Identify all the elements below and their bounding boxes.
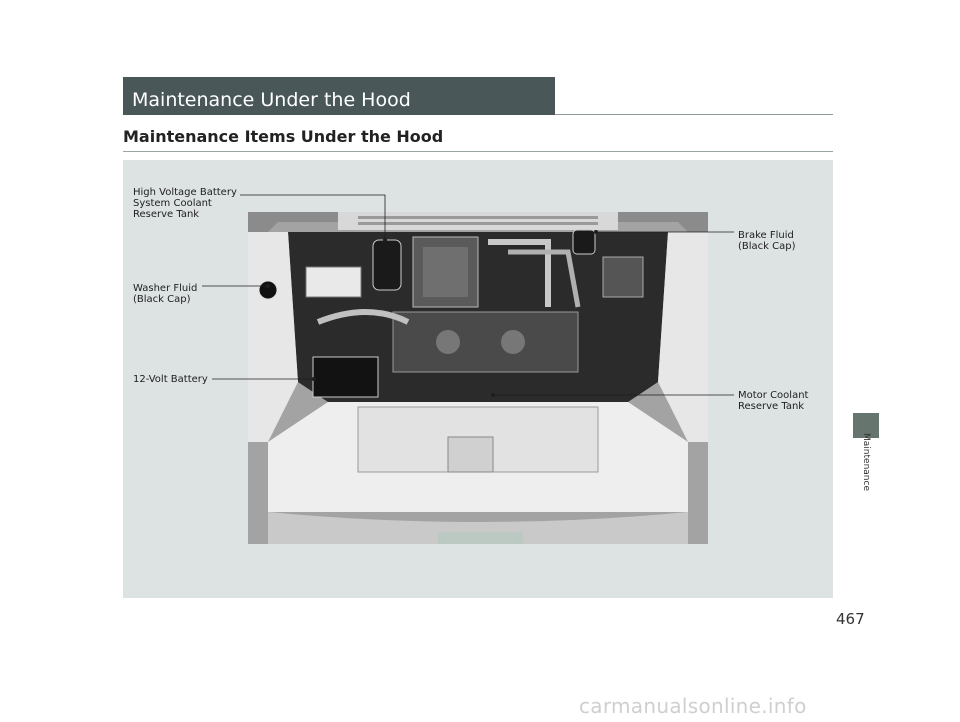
chapter-tab-label: Maintenance (861, 433, 871, 491)
watermark: carmanualsonline.info (579, 694, 807, 718)
callout-motor-coolant: Motor Coolant Reserve Tank (738, 390, 809, 412)
section-title: Maintenance Under the Hood (123, 77, 555, 115)
chapter-tab[interactable] (853, 413, 879, 438)
page-number: 467 (836, 610, 865, 628)
subtitle-divider (123, 151, 833, 152)
callout-hv-battery-coolant: High Voltage Battery System Coolant Rese… (133, 187, 237, 220)
callout-12-volt-battery: 12-Volt Battery (133, 374, 208, 385)
header-divider (555, 114, 833, 115)
engine-compartment-illustration (248, 212, 708, 544)
callout-washer-fluid: Washer Fluid (Black Cap) (133, 283, 198, 305)
callout-brake-fluid: Brake Fluid (Black Cap) (738, 230, 796, 252)
page-subtitle: Maintenance Items Under the Hood (123, 127, 444, 146)
